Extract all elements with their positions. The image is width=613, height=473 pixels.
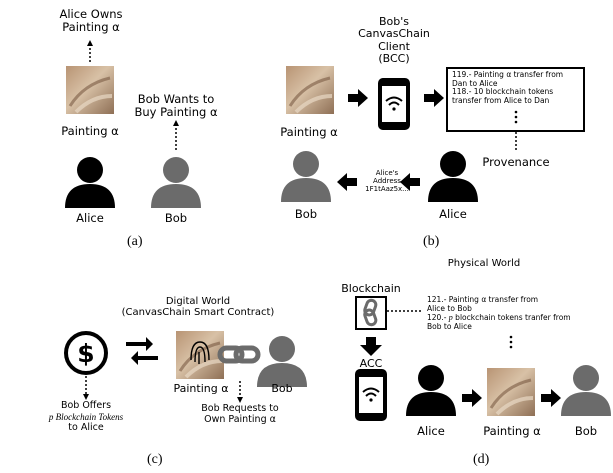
arrow-right-icon [541,389,561,407]
painting-label-c: Painting α [173,382,229,395]
arrow-right-icon [462,389,482,407]
fingerprint-icon [190,341,210,364]
painting-label-b: Painting α [280,125,338,139]
alice-label-b: Alice [439,207,467,221]
dollar-glyph: $ [77,339,94,368]
bcc-phone-icon [377,77,411,131]
bob-label-a: Bob [164,211,188,225]
chain-link-icon [217,345,261,364]
bob-person-icon-c [257,336,307,387]
bob-offers-label: Bob Offers p Blockchain Tokens to Alice [48,400,124,434]
bob-label-b: Bob [294,207,318,221]
painting-alpha-image-d [485,366,537,418]
painting-label-a: Painting α [61,124,119,138]
ledger-box [446,67,585,132]
painting-label-d: Painting α [483,424,541,438]
bob-label-c: Bob [271,382,293,395]
chain-vertical-icon [363,298,378,327]
bob-person-icon-d [561,365,611,416]
painting-alpha-image-c [174,329,226,381]
provenance-label: Provenance [482,155,550,169]
blockchain-label: Blockchain [341,282,401,295]
alice-person-icon-d [406,365,456,416]
bob-label-d: Bob [574,424,598,438]
dollar-coin-icon [64,331,108,375]
alice-person-icon-b [428,151,478,202]
exchange-arrows-icon [126,337,158,365]
caption-a: (a) [127,234,143,249]
painting-alpha-image-b [284,64,336,116]
acc-phone-icon [354,368,388,422]
arrow-down-icon [360,337,382,356]
acc-label: ACC [359,357,383,370]
digital-world-title: Digital World(CanvasChain Smart Contract… [121,296,275,319]
bob-person-icon-b [281,151,331,202]
arrow-right-icon [348,89,368,107]
caption-b: (b) [423,234,440,249]
ledger-entries-d: 121.- Painting α transfer from Alice to … [427,295,571,331]
arrow-left-icon [337,173,357,191]
alice-person-icon [65,157,115,208]
bob-person-icon [151,157,201,208]
physical-world-label: Physical World [447,258,521,269]
alice-label-d: Alice [417,424,445,438]
alice-label-a: Alice [76,211,104,225]
arrow-right-icon [424,89,444,107]
caption-d: (d) [473,452,490,467]
caption-c: (c) [147,452,163,467]
token-count-var: p Blockchain Tokens [48,411,124,422]
painting-alpha-image [64,64,116,116]
